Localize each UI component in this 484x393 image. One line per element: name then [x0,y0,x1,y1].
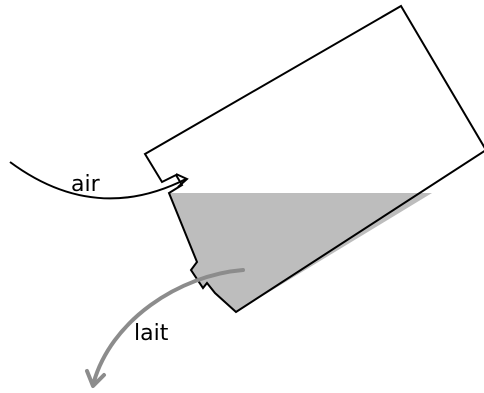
air-arrowhead-icon [175,173,189,188]
milk-label: lait [134,321,169,346]
air-label: air [71,172,101,197]
milk-arrow [91,268,245,387]
air-arrow [9,161,187,200]
container-outline [143,4,484,314]
milk-liquid [169,193,432,312]
milk-arrowhead-icon [85,369,106,388]
